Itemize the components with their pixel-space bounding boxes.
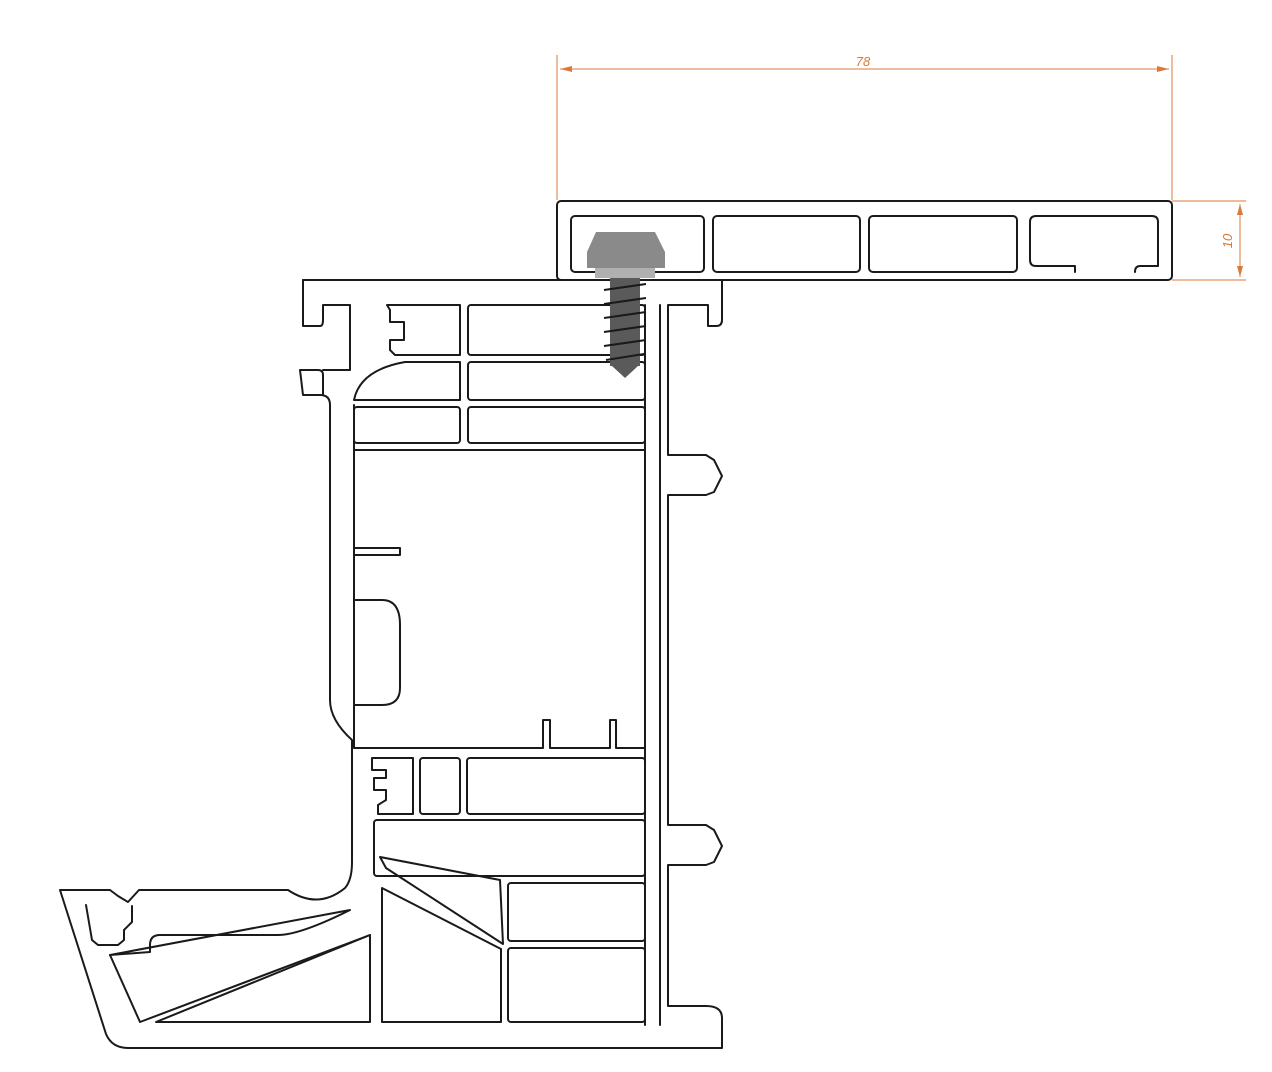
screw-icon [587, 232, 665, 378]
dimension-height: 10 [1172, 200, 1246, 281]
dimension-width-label: 78 [856, 54, 871, 69]
window-frame-profile [59, 279, 723, 1049]
dimension-width: 78 [556, 54, 1173, 200]
dimension-height-label: 10 [1220, 233, 1235, 248]
